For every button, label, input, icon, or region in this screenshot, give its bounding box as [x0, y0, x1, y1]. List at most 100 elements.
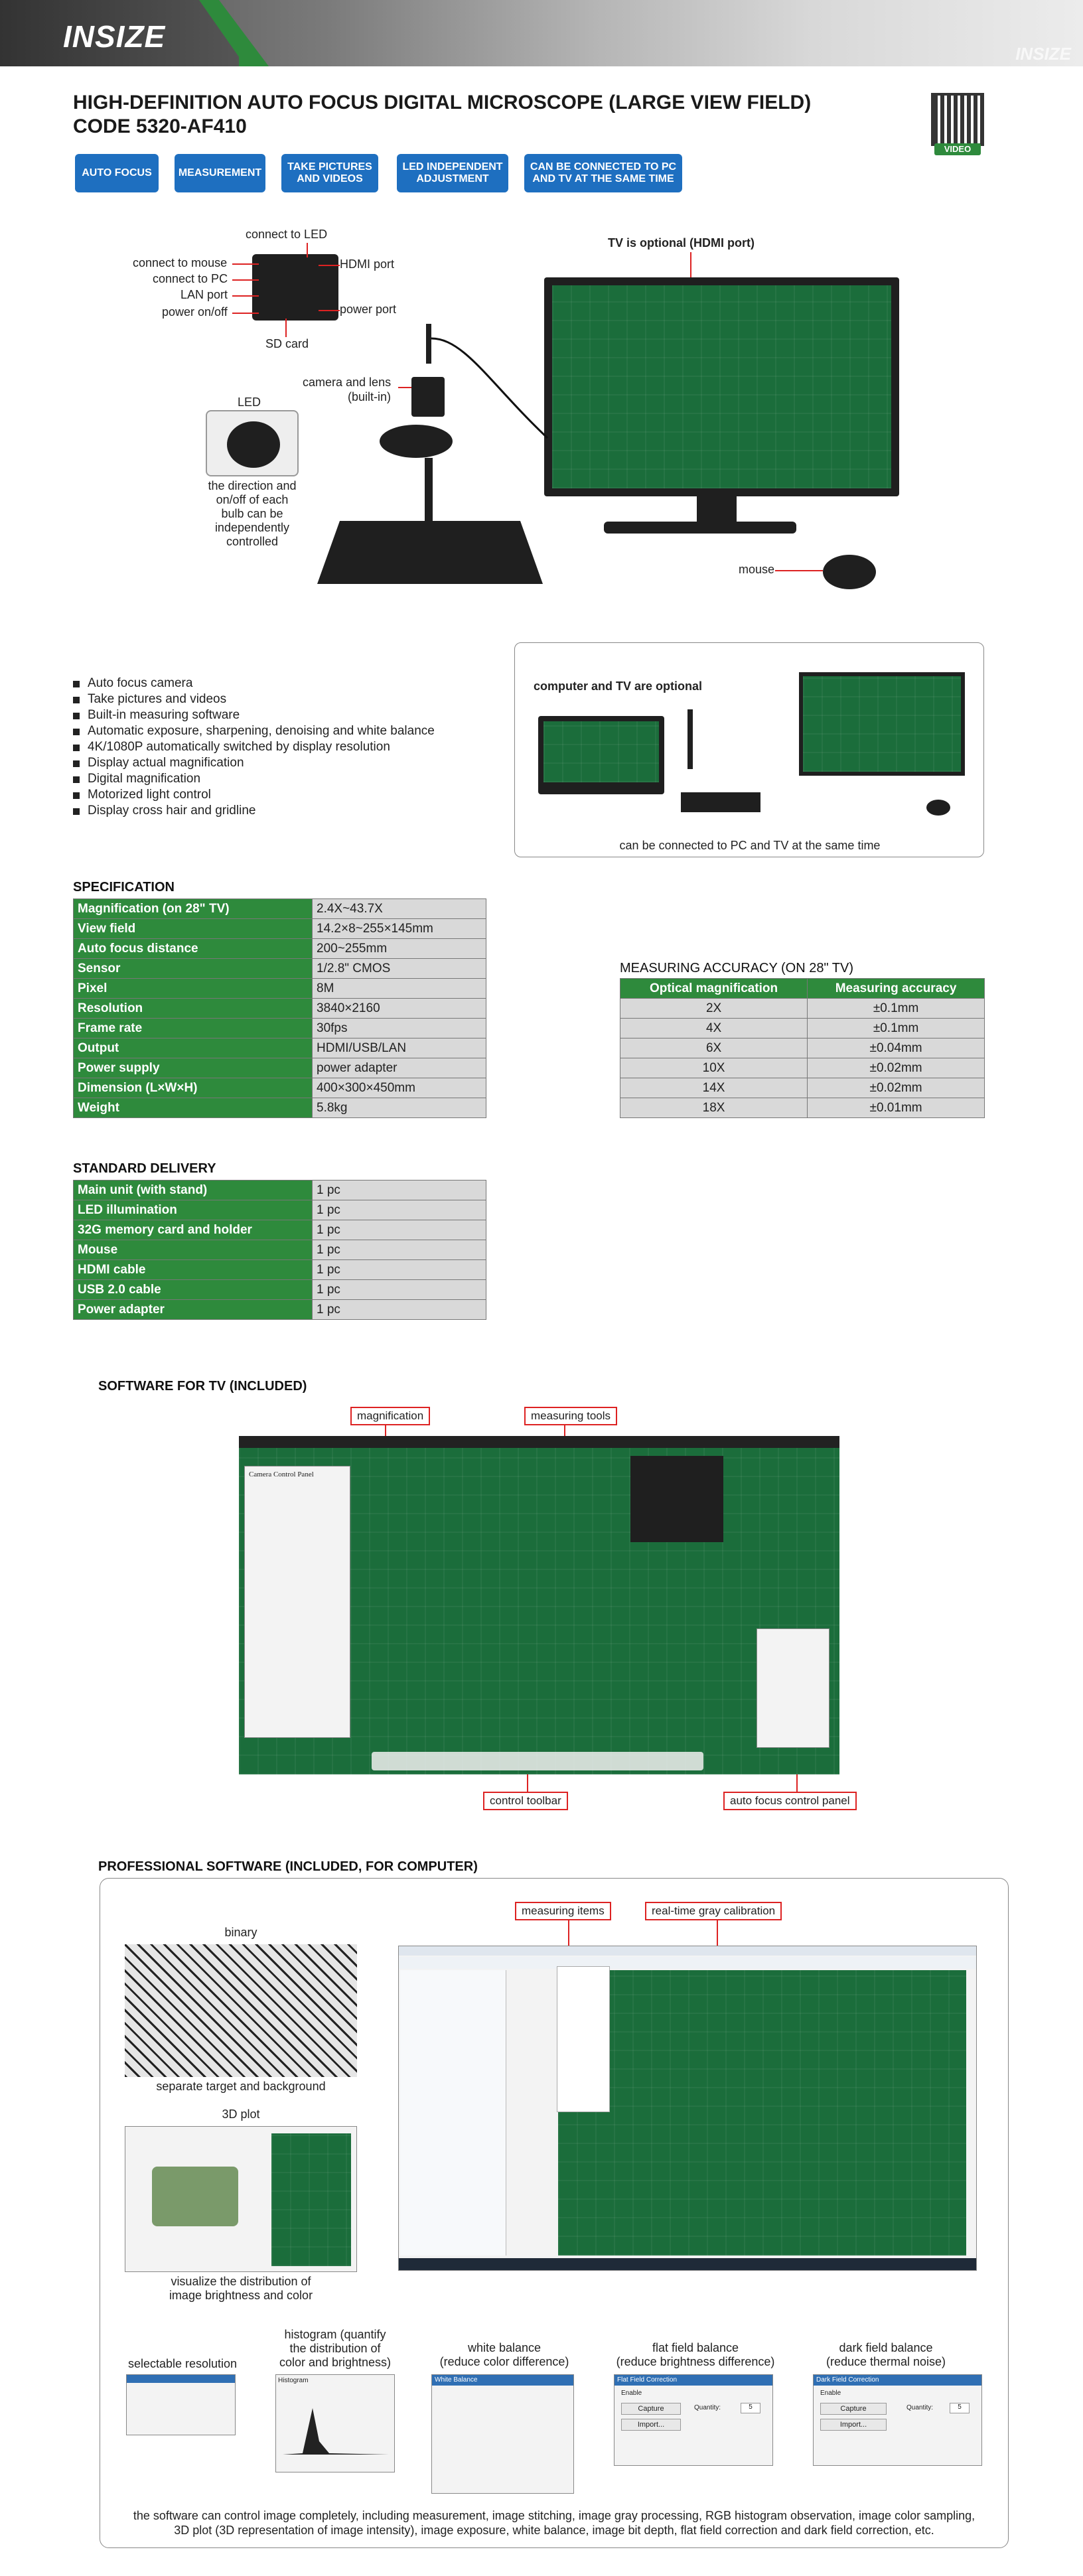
table-cell: 5.8kg	[312, 1098, 486, 1118]
small-tv-image	[799, 672, 965, 776]
measurement-menu[interactable]	[557, 1966, 610, 2112]
pc-toolbar[interactable]	[399, 1957, 976, 1969]
table-cell: Power supply	[73, 1058, 313, 1078]
table-cell: Magnification (on 28" TV)	[73, 898, 313, 919]
ff-quantity-input[interactable]: 5	[741, 2403, 760, 2413]
software-tv-title: SOFTWARE FOR TV (INCLUDED)	[98, 1379, 307, 1394]
ff-window[interactable]: Flat Field Correction Enable Capture Qua…	[614, 2374, 773, 2466]
accuracy-title: MEASURING ACCURACY (ON 28" TV)	[620, 961, 853, 975]
table-cell: 18X	[619, 1098, 808, 1118]
table-cell: 3840×2160	[312, 998, 486, 1019]
stand-pillar-image	[425, 458, 433, 524]
histogram-curve	[283, 2408, 389, 2455]
stand-base-image	[317, 521, 543, 584]
table-cell: 1 pc	[312, 1259, 486, 1280]
table-cell: 200~255mm	[312, 938, 486, 959]
laptop-image	[538, 716, 664, 794]
table-cell: LED illumination	[73, 1200, 313, 1220]
table-row: Magnification (on 28" TV)2.4X~43.7X	[73, 898, 486, 919]
table-cell: 1/2.8" CMOS	[312, 958, 486, 979]
feature-badge-measurement: MEASUREMENT	[175, 154, 265, 192]
callout-measuring-items: measuring items	[515, 1902, 611, 1920]
brand-logo-right: INSIZE	[1015, 44, 1071, 64]
pc-software-screenshot	[398, 1946, 977, 2271]
table-cell: View field	[73, 918, 313, 939]
tv-software-screenshot: Camera Control Panel	[239, 1436, 839, 1774]
binary-caption: separate target and background	[156, 2080, 326, 2093]
optional-box-title: computer and TV are optional	[534, 680, 703, 693]
callout-gray-calibration: real-time gray calibration	[645, 1902, 782, 1920]
qr-code-icon[interactable]	[931, 93, 984, 146]
sel-res-label: selectable resolution	[127, 2357, 238, 2370]
software-footer: the software can control image completel…	[133, 2509, 975, 2537]
table-row: Dimension (L×W×H)400×300×450mm	[73, 1078, 486, 1098]
chip-image	[630, 1456, 723, 1542]
table-cell: 1 pc	[312, 1220, 486, 1240]
led-ring-image	[380, 425, 453, 458]
ff-enable-checkbox[interactable]: Enable	[621, 2390, 642, 2397]
ff-quantity-label: Quantity:	[694, 2404, 721, 2411]
ff-capture-button[interactable]: Capture	[621, 2403, 681, 2415]
pc-menu-bar[interactable]	[399, 1946, 976, 1956]
binary-label: binary	[224, 1926, 257, 1939]
list-item: 4K/1080P automatically switched by displ…	[73, 739, 435, 755]
callout-magnification: magnification	[350, 1407, 431, 1425]
ff-import-button[interactable]: Import...	[621, 2419, 681, 2431]
table-cell: Mouse	[73, 1240, 313, 1260]
list-item: Auto focus camera	[73, 676, 435, 691]
df-capture-button[interactable]: Capture	[820, 2403, 887, 2415]
df-window[interactable]: Dark Field Correction Enable Capture Qua…	[813, 2374, 982, 2466]
pc-side-panel[interactable]	[400, 1970, 506, 2255]
table-cell: 2X	[619, 998, 808, 1019]
binary-image	[125, 1944, 357, 2077]
label-connect-pc: connect to PC	[153, 272, 228, 285]
wb-window[interactable]: White Balance	[431, 2374, 574, 2494]
wb-label: white balance(reduce color difference)	[439, 2341, 569, 2368]
delivery-title: STANDARD DELIVERY	[73, 1161, 216, 1176]
table-cell: ±0.02mm	[807, 1078, 985, 1098]
table-cell: 32G memory card and holder	[73, 1220, 313, 1240]
taskbar	[399, 2258, 976, 2270]
table-cell: 1 pc	[312, 1240, 486, 1260]
tv-top-toolbar[interactable]	[239, 1436, 839, 1448]
table-cell: power adapter	[312, 1058, 486, 1078]
df-enable-checkbox[interactable]: Enable	[820, 2390, 841, 2397]
label-sd-card: SD card	[265, 337, 309, 350]
label-tv-optional: TV is optional (HDMI port)	[608, 236, 755, 250]
small-microscope-image	[687, 709, 693, 769]
df-import-button[interactable]: Import...	[820, 2419, 887, 2431]
table-cell: 10X	[619, 1058, 808, 1078]
ff-window-title: Flat Field Correction	[614, 2375, 772, 2386]
af-control-panel[interactable]	[757, 1628, 830, 1748]
histogram-window[interactable]: Histogram	[275, 2374, 395, 2472]
microscope-rod	[426, 324, 431, 364]
header-dark-panel	[0, 0, 239, 66]
mouse-image	[823, 555, 876, 589]
table-cell: 4X	[619, 1018, 808, 1038]
label-led: LED	[238, 395, 261, 409]
tv-base-image	[604, 522, 796, 534]
brand-logo: INSIZE	[63, 19, 166, 54]
table-cell: Weight	[73, 1098, 313, 1118]
page-title: HIGH-DEFINITION AUTO FOCUS DIGITAL MICRO…	[73, 92, 812, 113]
table-row: 18X±0.01mm	[619, 1098, 985, 1118]
camera-control-panel[interactable]: Camera Control Panel	[244, 1466, 350, 1738]
tv-control-toolbar[interactable]	[372, 1752, 703, 1770]
label-hdmi-port: HDMI port	[340, 257, 395, 271]
spec-title: SPECIFICATION	[73, 880, 175, 894]
df-quantity-input[interactable]: 5	[950, 2403, 970, 2413]
callout-af-panel: auto focus control panel	[723, 1792, 857, 1810]
pc-live-view	[558, 1970, 966, 2255]
video-badge: VIDEO	[934, 143, 981, 155]
sel-res-window[interactable]	[126, 2374, 236, 2435]
